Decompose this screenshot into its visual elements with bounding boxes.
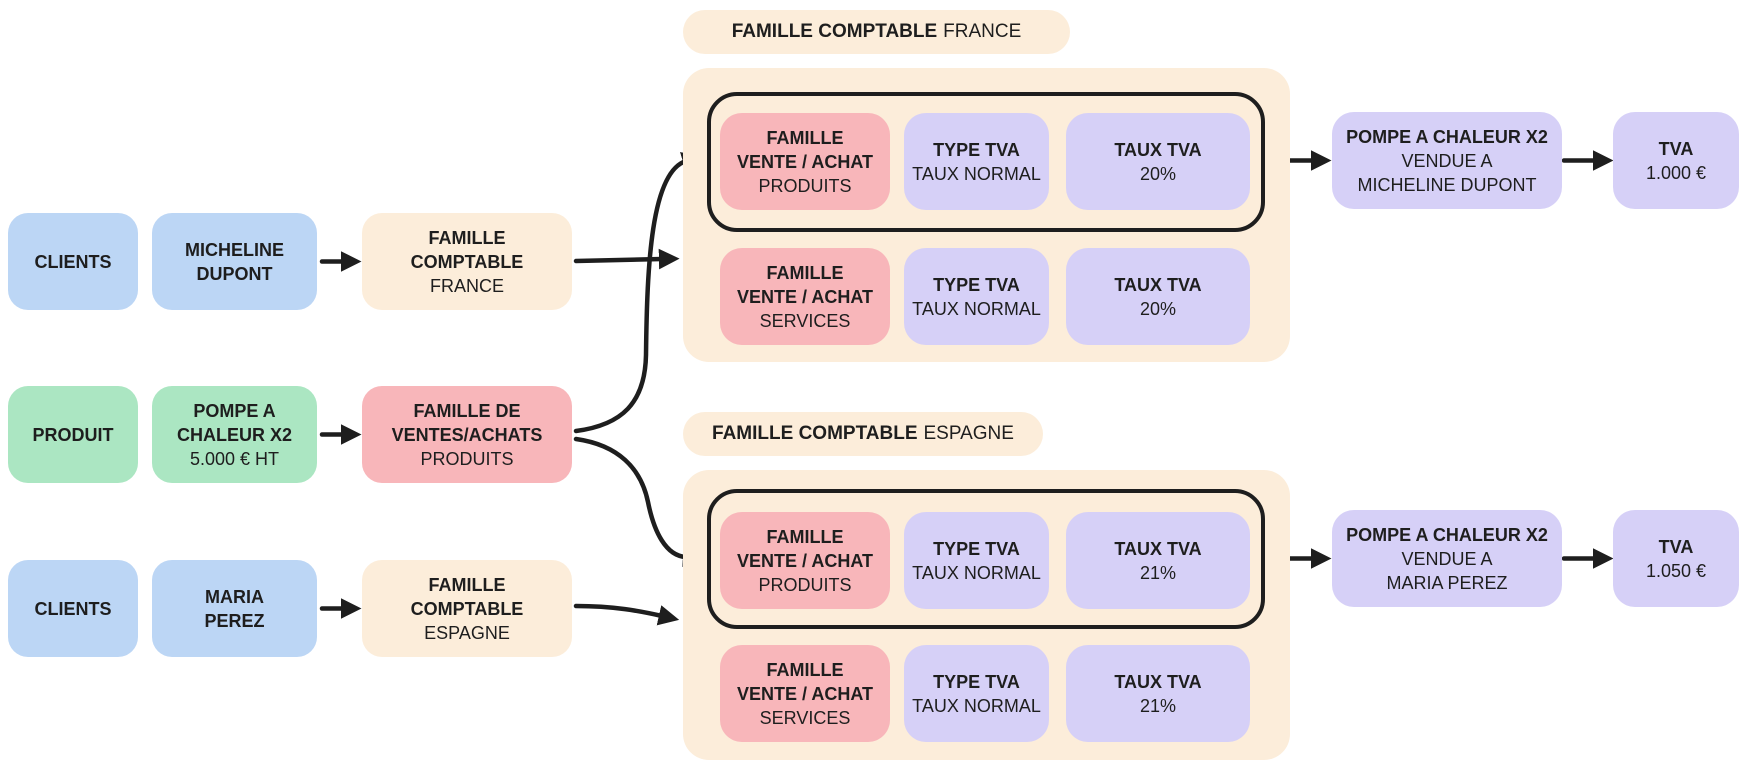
maria-perez-box: MARIA PEREZ bbox=[152, 560, 317, 657]
famille-comptable-france-sub: FRANCE bbox=[429, 275, 504, 296]
clients-category-box-1: CLIENTS bbox=[8, 213, 138, 310]
france-sale-result-box: POMPE A CHALEUR X2 VENDUE A MICHELINE DU… bbox=[1332, 112, 1562, 209]
france-row1-taux-value: 20% bbox=[1139, 163, 1177, 184]
france-row1-taux-title: TAUX TVA bbox=[1114, 139, 1202, 160]
famille-comptable-france-title: FAMILLE COMPTABLE bbox=[410, 227, 524, 272]
france-row1-type-sub: TAUX NORMAL bbox=[912, 163, 1041, 184]
espagne-row1-type-sub: TAUX NORMAL bbox=[912, 562, 1041, 583]
france-row2-taux-title: TAUX TVA bbox=[1114, 274, 1202, 295]
france-highlight-outline bbox=[707, 92, 1265, 232]
espagne-panel-title-pill: FAMILLE COMPTABLE ESPAGNE bbox=[683, 412, 1043, 456]
france-type-tva-box-2: TYPE TVA TAUX NORMAL bbox=[904, 248, 1049, 345]
espagne-row2-taux-value: 21% bbox=[1139, 695, 1177, 716]
espagne-row2-type-sub: TAUX NORMAL bbox=[912, 695, 1041, 716]
pompe-a-chaleur-box: POMPE A CHALEUR X2 5.000 € HT bbox=[152, 386, 317, 483]
france-pill-bold-text: FAMILLE COMPTABLE bbox=[731, 21, 938, 42]
famille-ventes-achats-sub: PRODUITS bbox=[420, 448, 514, 469]
espagne-pill-regular-text: ESPAGNE bbox=[923, 423, 1014, 444]
france-row2-fam-sub: SERVICES bbox=[759, 310, 851, 331]
produit-label: PRODUIT bbox=[32, 424, 114, 445]
pompe-a-chaleur-price: 5.000 € HT bbox=[189, 448, 280, 469]
espagne-tva-amount: 1.050 € bbox=[1645, 560, 1707, 581]
clients-category-box-2: CLIENTS bbox=[8, 560, 138, 657]
espagne-type-tva-box-1: TYPE TVA TAUX NORMAL bbox=[904, 512, 1049, 609]
espagne-sale-result-box: POMPE A CHALEUR X2 VENDUE A MARIA PEREZ bbox=[1332, 510, 1562, 607]
famille-ventes-achats-title: FAMILLE DE VENTES/ACHATS bbox=[391, 400, 543, 445]
france-row2-type-sub: TAUX NORMAL bbox=[912, 298, 1041, 319]
france-tva-amount: 1.000 € bbox=[1645, 162, 1707, 183]
famille-ventes-achats-box: FAMILLE DE VENTES/ACHATS PRODUITS bbox=[362, 386, 572, 483]
famille-comptable-espagne-title: FAMILLE COMPTABLE bbox=[410, 574, 524, 619]
micheline-dupont-label: MICHELINE DUPONT bbox=[185, 239, 284, 284]
curve-ventes-to-espagne-produits bbox=[573, 436, 704, 568]
espagne-type-tva-box-2: TYPE TVA TAUX NORMAL bbox=[904, 645, 1049, 742]
espagne-row1-type-title: TYPE TVA bbox=[933, 538, 1020, 559]
france-panel-title-pill: FAMILLE COMPTABLE FRANCE bbox=[683, 10, 1070, 54]
espagne-taux-tva-box-2: TAUX TVA 21% bbox=[1066, 645, 1250, 742]
pompe-a-chaleur-title: POMPE A CHALEUR X2 bbox=[176, 400, 292, 445]
france-taux-tva-box-1: TAUX TVA 20% bbox=[1066, 113, 1250, 210]
espagne-row2-taux-title: TAUX TVA bbox=[1114, 671, 1202, 692]
france-panel: FAMILLE VENTE / ACHAT PRODUITS TYPE TVA … bbox=[683, 68, 1290, 362]
france-type-tva-box-1: TYPE TVA TAUX NORMAL bbox=[904, 113, 1049, 210]
espagne-row2-fam-sub: SERVICES bbox=[759, 707, 851, 728]
france-row2-taux-value: 20% bbox=[1139, 298, 1177, 319]
france-tva-amount-box: TVA 1.000 € bbox=[1613, 112, 1739, 209]
france-sale-result-title: POMPE A CHALEUR X2 bbox=[1346, 126, 1548, 147]
espagne-famille-vente-achat-produits-box: FAMILLE VENTE / ACHAT PRODUITS bbox=[720, 512, 890, 609]
espagne-tva-amount-box: TVA 1.050 € bbox=[1613, 510, 1739, 607]
espagne-tva-label: TVA bbox=[1658, 536, 1694, 557]
espagne-row2-fam-title: FAMILLE VENTE / ACHAT bbox=[736, 659, 873, 704]
france-pill-regular-text: FRANCE bbox=[943, 21, 1022, 42]
france-row1-fam-title: FAMILLE VENTE / ACHAT bbox=[736, 127, 873, 172]
france-famille-vente-achat-produits-box: FAMILLE VENTE / ACHAT PRODUITS bbox=[720, 113, 890, 210]
france-famille-vente-achat-services-box: FAMILLE VENTE / ACHAT SERVICES bbox=[720, 248, 890, 345]
france-taux-tva-box-2: TAUX TVA 20% bbox=[1066, 248, 1250, 345]
france-row2-fam-title: FAMILLE VENTE / ACHAT bbox=[736, 262, 873, 307]
france-tva-label: TVA bbox=[1658, 138, 1694, 159]
espagne-sale-result-sub: VENDUE A MARIA PEREZ bbox=[1386, 548, 1508, 593]
famille-comptable-espagne-box: FAMILLE COMPTABLE ESPAGNE bbox=[362, 560, 572, 657]
clients-label-1: CLIENTS bbox=[34, 251, 112, 272]
espagne-famille-vente-achat-services-box: FAMILLE VENTE / ACHAT SERVICES bbox=[720, 645, 890, 742]
espagne-row2-type-title: TYPE TVA bbox=[933, 671, 1020, 692]
espagne-pill-bold-text: FAMILLE COMPTABLE bbox=[712, 423, 918, 444]
espagne-sale-result-title: POMPE A CHALEUR X2 bbox=[1346, 524, 1548, 545]
espagne-row1-taux-title: TAUX TVA bbox=[1114, 538, 1202, 559]
famille-comptable-espagne-sub: ESPAGNE bbox=[424, 622, 510, 643]
espagne-panel: FAMILLE VENTE / ACHAT PRODUITS TYPE TVA … bbox=[683, 470, 1290, 760]
france-row2-type-title: TYPE TVA bbox=[933, 274, 1020, 295]
famille-comptable-france-box: FAMILLE COMPTABLE FRANCE bbox=[362, 213, 572, 310]
france-row1-fam-sub: PRODUITS bbox=[758, 175, 852, 196]
produit-category-box: PRODUIT bbox=[8, 386, 138, 483]
curve-ventes-to-france-produits bbox=[573, 152, 703, 434]
espagne-highlight-outline bbox=[707, 489, 1265, 629]
clients-label-2: CLIENTS bbox=[34, 598, 112, 619]
espagne-row1-taux-value: 21% bbox=[1139, 562, 1177, 583]
france-sale-result-sub: VENDUE A MICHELINE DUPONT bbox=[1357, 150, 1537, 195]
espagne-row1-fam-sub: PRODUITS bbox=[758, 574, 852, 595]
micheline-dupont-box: MICHELINE DUPONT bbox=[152, 213, 317, 310]
espagne-row1-fam-title: FAMILLE VENTE / ACHAT bbox=[736, 526, 873, 571]
france-row1-type-title: TYPE TVA bbox=[933, 139, 1020, 160]
espagne-taux-tva-box-1: TAUX TVA 21% bbox=[1066, 512, 1250, 609]
maria-perez-label: MARIA PEREZ bbox=[204, 586, 265, 631]
arrow-espagne-family-to-panel bbox=[573, 603, 680, 626]
